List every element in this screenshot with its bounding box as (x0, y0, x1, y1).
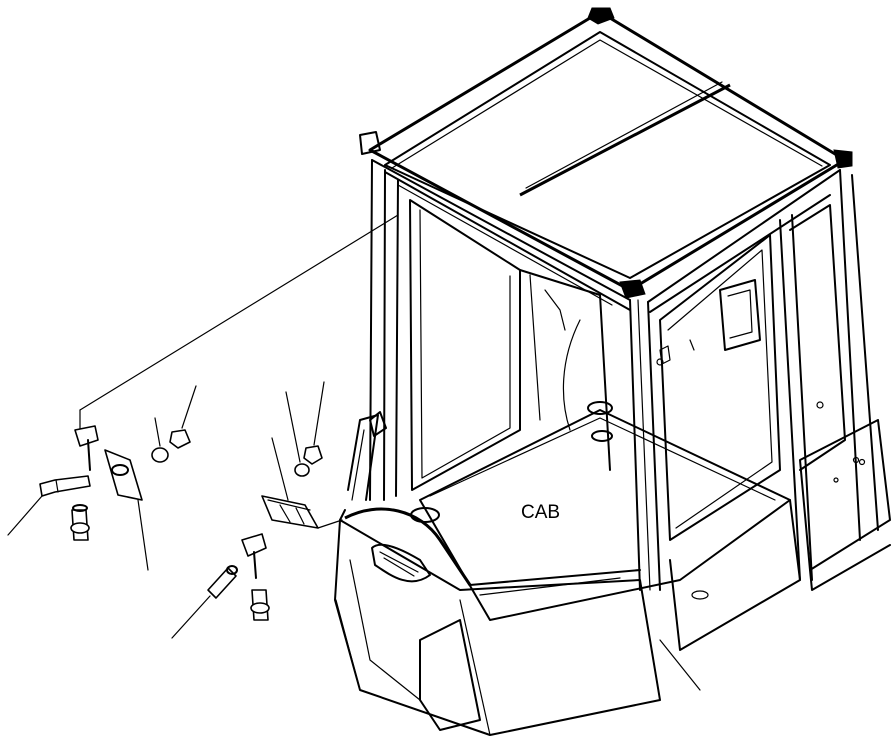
bolt-horizontal (39, 475, 91, 497)
leader-line (181, 385, 197, 429)
cab-label: CAB (521, 502, 560, 523)
cab-roof (359, 7, 853, 299)
hinge-pin (74, 425, 99, 447)
washer (151, 447, 169, 463)
leader-line (171, 595, 211, 639)
leader-line (137, 499, 149, 571)
cab-frame (369, 159, 891, 591)
leader-line-main (79, 214, 399, 411)
exploded-parts (7, 214, 399, 639)
cab-floor (410, 339, 824, 621)
leader-line (317, 519, 343, 529)
washer-2 (294, 463, 310, 477)
leader-line (7, 495, 43, 536)
leader-line (154, 417, 161, 447)
cab-lower-body (334, 411, 801, 736)
nut-2 (303, 445, 323, 465)
leader-line (271, 437, 289, 501)
leader-line (285, 391, 301, 463)
latch-plate (241, 533, 267, 557)
bolt-angled (207, 567, 237, 599)
nut (169, 429, 191, 449)
leader-line (313, 381, 325, 446)
